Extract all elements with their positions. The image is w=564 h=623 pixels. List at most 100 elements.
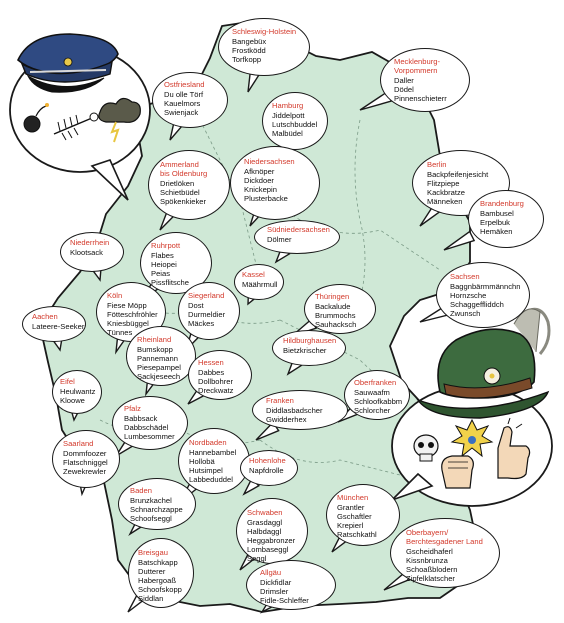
region-name: Kassel [242, 270, 265, 279]
region-name: Brandenburg [480, 199, 524, 208]
insult-word: Bumskopp [137, 345, 173, 354]
insult-word: Sauwaafm [354, 388, 390, 397]
insult-word: Hollobä [189, 457, 215, 466]
region-name: Allgäu [260, 568, 282, 577]
insult-word: Sackjeseech [137, 372, 181, 381]
insult-word: Schoofseggl [130, 514, 172, 523]
region-name: Franken [266, 396, 294, 405]
insult-word: Jiddelpott [272, 111, 305, 120]
region-name: Siegerland [188, 291, 225, 300]
insult-word: Erpelbuk [480, 218, 510, 227]
insult-word: Bangebüx [232, 37, 267, 46]
region-name: Ammerland bis Oldenburg [160, 160, 208, 178]
insult-word: Habergoaß [138, 576, 176, 585]
insult-word: Drimsler [260, 587, 289, 596]
police-cap-icon [17, 33, 119, 93]
insult-word: Brunzkachel [130, 496, 172, 505]
insult-word: Flatschniggel [63, 458, 108, 467]
region-name: Oberfranken [354, 378, 397, 387]
insult-word: Dickdoer [244, 176, 274, 185]
insult-word: Sauhacksch [315, 320, 357, 329]
insult-word: Malbüdel [272, 129, 303, 138]
region-name: Niederrhein [70, 238, 110, 247]
insult-word: Dost [188, 301, 204, 310]
fist-icon [441, 455, 474, 489]
insult-word: Grantler [337, 503, 365, 512]
region-name: Sachsen [450, 272, 480, 281]
insult-word: Kauelmors [164, 99, 201, 108]
insult-word: Klootsack [70, 248, 103, 257]
insult-word: Kniesbüggel [107, 319, 149, 328]
insult-word: Bambusel [480, 209, 514, 218]
insult-word: Pannemann [137, 354, 178, 363]
region-name: Ostfriesland [164, 80, 205, 89]
region-name: Nordbaden [189, 438, 227, 447]
region-name: Saarland [63, 439, 94, 448]
insult-word: Zwunsch [450, 309, 481, 318]
insult-word: Kissnbrunza [406, 556, 448, 565]
insult-word: Gwidderhex [266, 415, 307, 424]
bubble-tail [443, 230, 476, 251]
insult-word: Heggabronzer [247, 536, 296, 545]
insult-word: Babbsack [124, 414, 158, 423]
insult-word: Bietzkrischer [283, 346, 327, 355]
south-bubble-tail [391, 472, 434, 501]
insult-word: Dölmer [267, 235, 292, 244]
region-name: Köln [107, 291, 123, 300]
insult-word: Napfdrolle [249, 466, 284, 475]
insult-word: Krepierl [337, 521, 364, 530]
insult-word: Ratschkathl [337, 530, 377, 539]
region-name: Pfalz [124, 404, 141, 413]
insult-word: Kackbratze [427, 188, 465, 197]
fish-skeleton-icon [53, 112, 99, 141]
insult-word: Brummochs [315, 311, 356, 320]
insult-word: Schnarchzappe [130, 505, 183, 514]
region-name: Hohenlohe [249, 456, 286, 465]
region-name: Breisgau [138, 548, 168, 557]
insult-word: Batschkapp [138, 558, 178, 567]
region-name: Niedersachsen [244, 157, 295, 166]
insult-word: Schloofkabbm [354, 397, 403, 406]
insult-word: Halbdaggl [247, 527, 282, 536]
insult-word: Labbeduddel [189, 475, 233, 484]
insult-word: Hornzsche [450, 291, 487, 300]
region-name: Schwaben [247, 508, 283, 517]
insult-word: Swienjack [164, 108, 199, 117]
insult-word: Gscheidhaferl [406, 547, 453, 556]
insult-word: Knickepin [244, 185, 277, 194]
region-name: Hamburg [272, 101, 304, 110]
insult-word: Schietbüdel [160, 188, 200, 197]
insult-word: Fiese Möpp [107, 301, 147, 310]
insult-word: Heulwantz [60, 387, 96, 396]
state-border [199, 119, 261, 281]
insult-word: Tünnes [107, 328, 133, 337]
insult-word: Pinnenschieterr [394, 94, 447, 103]
region-name: Oberbayern/ Berchtesgadener Land [406, 528, 483, 546]
skull-icon [413, 434, 439, 462]
region-name: Rheinland [137, 335, 172, 344]
insult-word: Siddlan [138, 594, 164, 603]
region-name: Eifel [60, 377, 75, 386]
insult-word: Dommfoozer [63, 449, 107, 458]
insult-word: Backpfeifenjesicht [427, 170, 489, 179]
region-name: Mecklenburg- Vorpommern [394, 57, 441, 75]
